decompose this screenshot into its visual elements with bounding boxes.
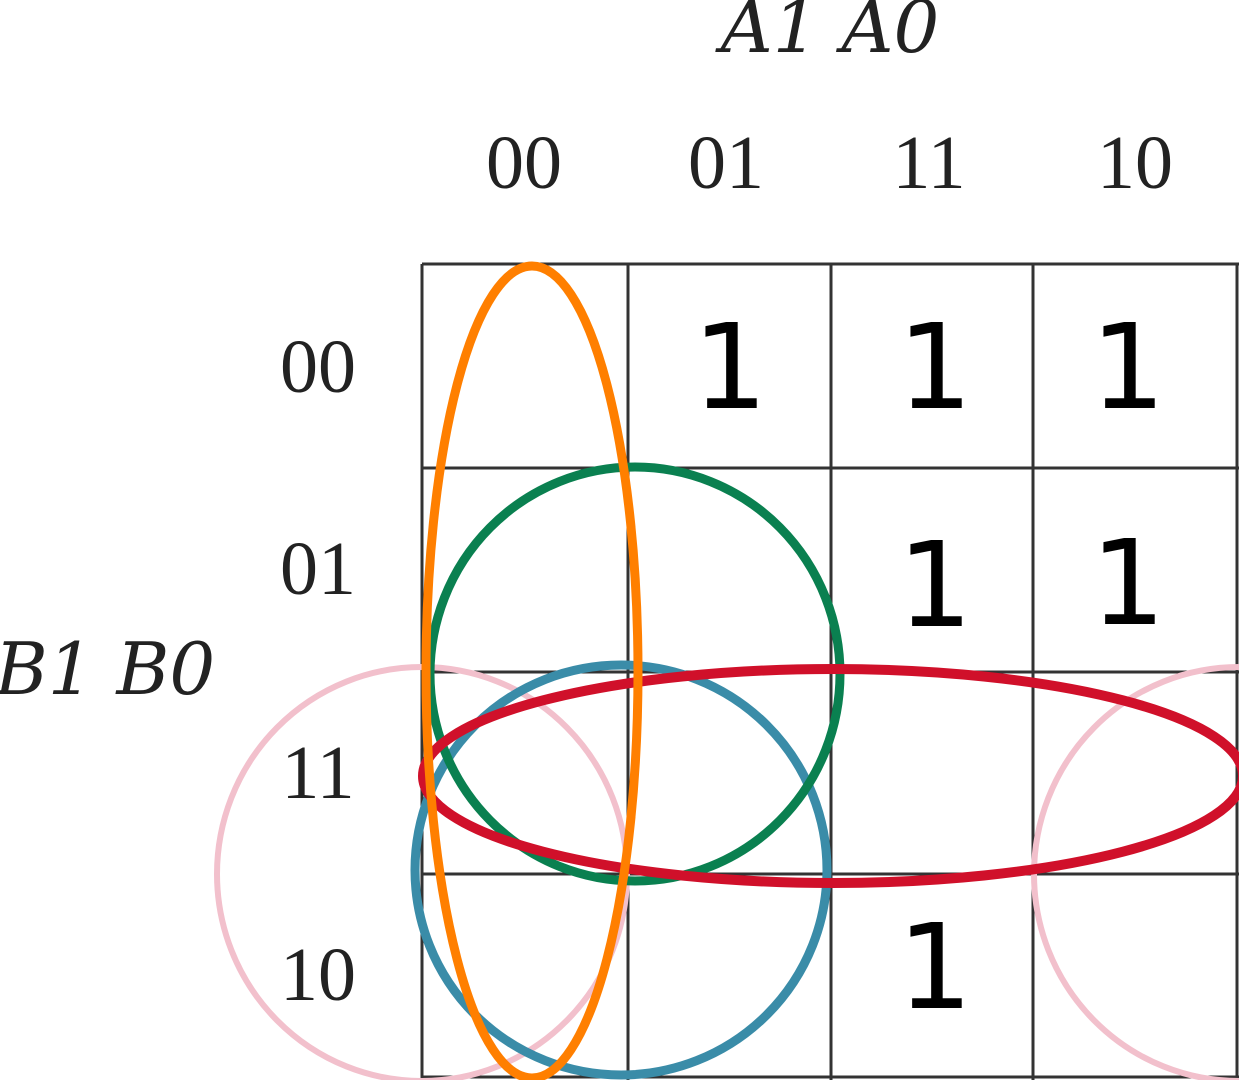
group-loops xyxy=(214,261,1239,1080)
kmap-cell: 1 xyxy=(897,898,972,1036)
row-header: 00 xyxy=(280,325,356,409)
kmap-cell: 1 xyxy=(1090,298,1165,436)
kmap-cell: 1 xyxy=(692,298,767,436)
kmap-cells: 1 1 1 1 1 1 xyxy=(692,298,1165,1036)
kmap-cell: 1 xyxy=(897,516,972,654)
row-header: 11 xyxy=(281,731,354,815)
column-headers: 00 01 11 10 xyxy=(486,121,1173,205)
row-header: 01 xyxy=(280,527,356,611)
column-header: 11 xyxy=(892,121,965,205)
column-variables-label: A1 A0 xyxy=(715,0,940,69)
blue-group-loop xyxy=(410,660,832,1080)
column-header: 00 xyxy=(486,121,562,205)
kmap-cell: 1 xyxy=(897,298,972,436)
red-group-loop xyxy=(418,664,1239,888)
row-variables-label: B1 B0 xyxy=(0,627,215,711)
row-headers: 00 01 11 10 xyxy=(280,325,356,1017)
column-header: 01 xyxy=(688,121,764,205)
orange-group-loop xyxy=(421,261,643,1080)
kmap-cell: 1 xyxy=(1090,514,1165,652)
row-header: 10 xyxy=(280,933,356,1017)
column-header: 10 xyxy=(1097,121,1173,205)
